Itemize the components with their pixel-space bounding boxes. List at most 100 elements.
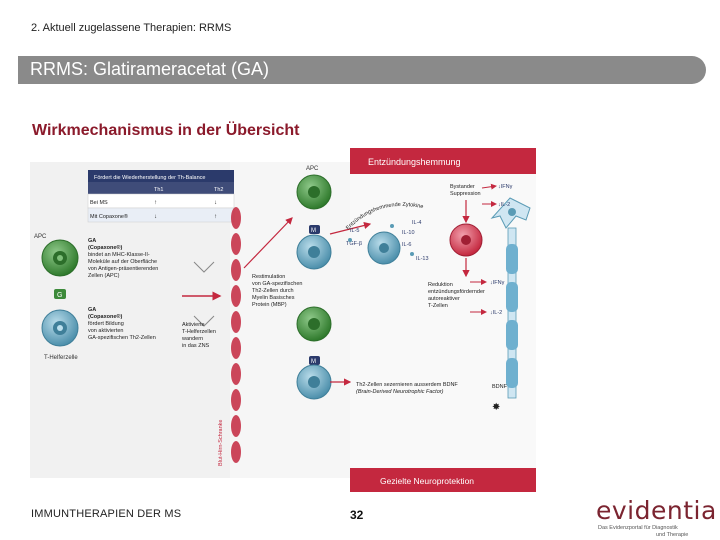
svg-text:Bystander: Bystander — [450, 184, 475, 190]
svg-text:↓IL-2: ↓IL-2 — [490, 310, 502, 316]
svg-text:von Antigen-präsentierenden: von Antigen-präsentierenden — [88, 266, 158, 272]
page-title: RRMS: Glatirameracetat (GA) — [30, 59, 270, 79]
svg-text:(Copaxone®): (Copaxone®) — [88, 313, 122, 320]
cytokines-right: IL-4 IL-10 IL-6 IL-13 — [402, 220, 429, 262]
bbb-label: Blut-Hirn-Schranke — [218, 420, 224, 466]
g-marker: G — [54, 289, 66, 299]
t-cell-middle-3 — [296, 364, 332, 400]
svg-text:Th2-Zellen sezernieren ausserd: Th2-Zellen sezernieren ausserdem BDNF — [356, 382, 458, 388]
svg-text:wandern: wandern — [181, 336, 203, 342]
svg-text:IL-6: IL-6 — [402, 242, 411, 248]
svg-text:IL-5: IL-5 — [350, 228, 359, 234]
svg-text:TGF-β: TGF-β — [346, 241, 362, 247]
bdnf-text: Th2-Zellen sezernieren ausserdem BDNF (B… — [356, 382, 458, 395]
svg-text:in das ZNS: in das ZNS — [182, 343, 210, 349]
right-labels: ↓IFNγ ↓IL-2 ↓IFNγ ↓IL-2 — [490, 184, 513, 316]
apc-label-top: APC — [306, 166, 319, 172]
svg-text:Bei MS: Bei MS — [90, 200, 108, 206]
apc-cell-left — [41, 239, 79, 277]
svg-text:IL-4: IL-4 — [412, 220, 421, 226]
restimulation-label: Restimulation von GA-spezifischen Th2-Ze… — [252, 274, 302, 308]
svg-text:↓IFNγ: ↓IFNγ — [490, 280, 505, 286]
svg-text:↓: ↓ — [214, 200, 217, 206]
svg-text:fördert Bildung: fördert Bildung — [88, 321, 124, 327]
svg-text:von aktivierten: von aktivierten — [88, 328, 123, 334]
y-receptor-icon-2 — [193, 315, 215, 327]
bdnf-star-icon: ✸ — [492, 402, 500, 413]
section-subtitle: Wirkmechanismus in der Übersicht — [32, 122, 300, 139]
t-helper-cell-left — [41, 309, 79, 347]
header-box — [350, 148, 536, 174]
svg-text:GA-spezifischen Th2-Zellen: GA-spezifischen Th2-Zellen — [88, 335, 156, 341]
svg-text:Suppression: Suppression — [450, 191, 481, 197]
svg-text:M: M — [311, 359, 316, 365]
ga-block-2: GA (Copaxone®) fördert Bildung von aktiv… — [88, 307, 156, 341]
logo-tagline: Das Evidenzportal für Diagnostik — [598, 525, 678, 531]
t-cell-middle-1 — [296, 234, 332, 270]
footer-box-text: Gezielte Neuroprotektion — [380, 476, 474, 486]
apc-label-left: APC — [34, 234, 47, 240]
svg-text:↑: ↑ — [214, 214, 217, 220]
arrow-to-cns — [243, 217, 293, 269]
evidentia-logo: evidentia Das Evidenzportal für Diagnost… — [596, 496, 717, 538]
footer-label: IMMUNTHERAPIEN DER MS — [31, 508, 182, 520]
middle-panel — [230, 162, 350, 478]
svg-text:Moleküle auf der Oberfläche: Moleküle auf der Oberfläche — [88, 259, 157, 265]
th-balance-table: Fördert die Wiederherstellung der Th-Bal… — [87, 170, 235, 223]
svg-text:GA: GA — [88, 307, 96, 313]
svg-text:Fördert die Wiederherstellung: Fördert die Wiederherstellung der Th-Bal… — [94, 175, 205, 181]
reduction-label: Reduktion entzündungsfördernder autoreak… — [428, 282, 485, 309]
svg-text:↓IL-2: ↓IL-2 — [498, 202, 510, 208]
footer-box — [350, 468, 536, 492]
svg-text:von GA-spezifischen: von GA-spezifischen — [252, 281, 302, 287]
mechanism-diagram: Fördert die Wiederherstellung der Th-Bal… — [30, 148, 536, 492]
page-number: 32 — [350, 508, 364, 522]
svg-text:(Brain-Derived Neurotrophic Fa: (Brain-Derived Neurotrophic Factor) — [356, 389, 444, 395]
svg-text:Th1: Th1 — [154, 187, 163, 193]
t-cell-middle-2 — [296, 306, 332, 342]
svg-text:Mit Copaxone®: Mit Copaxone® — [90, 213, 128, 220]
svg-text:Protein (MBP): Protein (MBP) — [252, 302, 287, 308]
svg-text:M: M — [311, 228, 316, 234]
right-arrows — [470, 183, 497, 315]
svg-text:Myelin Basisches: Myelin Basisches — [252, 295, 295, 301]
activated-label: Aktivierte T-Helferzellen wandern in das… — [181, 322, 216, 349]
logo-wordmark: evidentia — [596, 496, 717, 525]
svg-text:Restimulation: Restimulation — [252, 274, 285, 280]
svg-text:autoreaktiver: autoreaktiver — [428, 296, 460, 302]
th2-cell-right — [367, 231, 401, 265]
bdnf-label: BDNF — [492, 384, 508, 390]
autoreactive-cell — [449, 223, 483, 257]
svg-text:T-Zellen: T-Zellen — [428, 303, 448, 309]
m-marker-2: M — [309, 356, 320, 365]
svg-text:GA: GA — [88, 238, 96, 244]
svg-text:↑: ↑ — [154, 200, 157, 206]
blood-brain-barrier — [231, 207, 241, 463]
m-marker-1: M — [309, 225, 320, 234]
arrow-to-inflammation — [329, 221, 372, 235]
mechanism-figure: Fördert die Wiederherstellung der Th-Bal… — [30, 148, 536, 492]
svg-text:Reduktion: Reduktion — [428, 282, 453, 288]
svg-text:IL-10: IL-10 — [402, 230, 415, 236]
logo-tagline-2: und Therapie — [656, 532, 689, 538]
title-bar: RRMS: Glatirameracetat (GA) — [18, 56, 706, 84]
svg-text:T-Helferzellen: T-Helferzellen — [182, 329, 216, 335]
cytokines-left: IL-5 TGF-β — [346, 228, 362, 247]
apc-cell-top — [296, 174, 332, 210]
svg-text:Th2: Th2 — [214, 187, 223, 193]
svg-text:IL-13: IL-13 — [416, 256, 429, 262]
neuron-icon — [490, 197, 531, 399]
svg-text:↓IFNγ: ↓IFNγ — [498, 184, 513, 190]
svg-text:↓: ↓ — [154, 214, 157, 220]
svg-text:(Copaxone®): (Copaxone®) — [88, 244, 122, 251]
svg-text:entzündungsfördernder: entzündungsfördernder — [428, 289, 485, 295]
bystander-label: Bystander Suppression — [450, 184, 481, 197]
breadcrumb: 2. Aktuell zugelassene Therapien: RRMS — [31, 22, 232, 34]
t-cell-label: T-Helferzelle — [44, 355, 78, 361]
svg-text:Zellen (APC): Zellen (APC) — [88, 273, 120, 279]
header-box-text: Entzündungshemmung — [368, 157, 461, 167]
svg-text:bindet an MHC-Klasse-II-: bindet an MHC-Klasse-II- — [88, 252, 150, 258]
ga-block-1: GA (Copaxone®) bindet an MHC-Klasse-II- … — [88, 238, 158, 279]
svg-text:Th2-Zellen durch: Th2-Zellen durch — [252, 288, 294, 294]
y-receptor-icon — [193, 261, 215, 273]
